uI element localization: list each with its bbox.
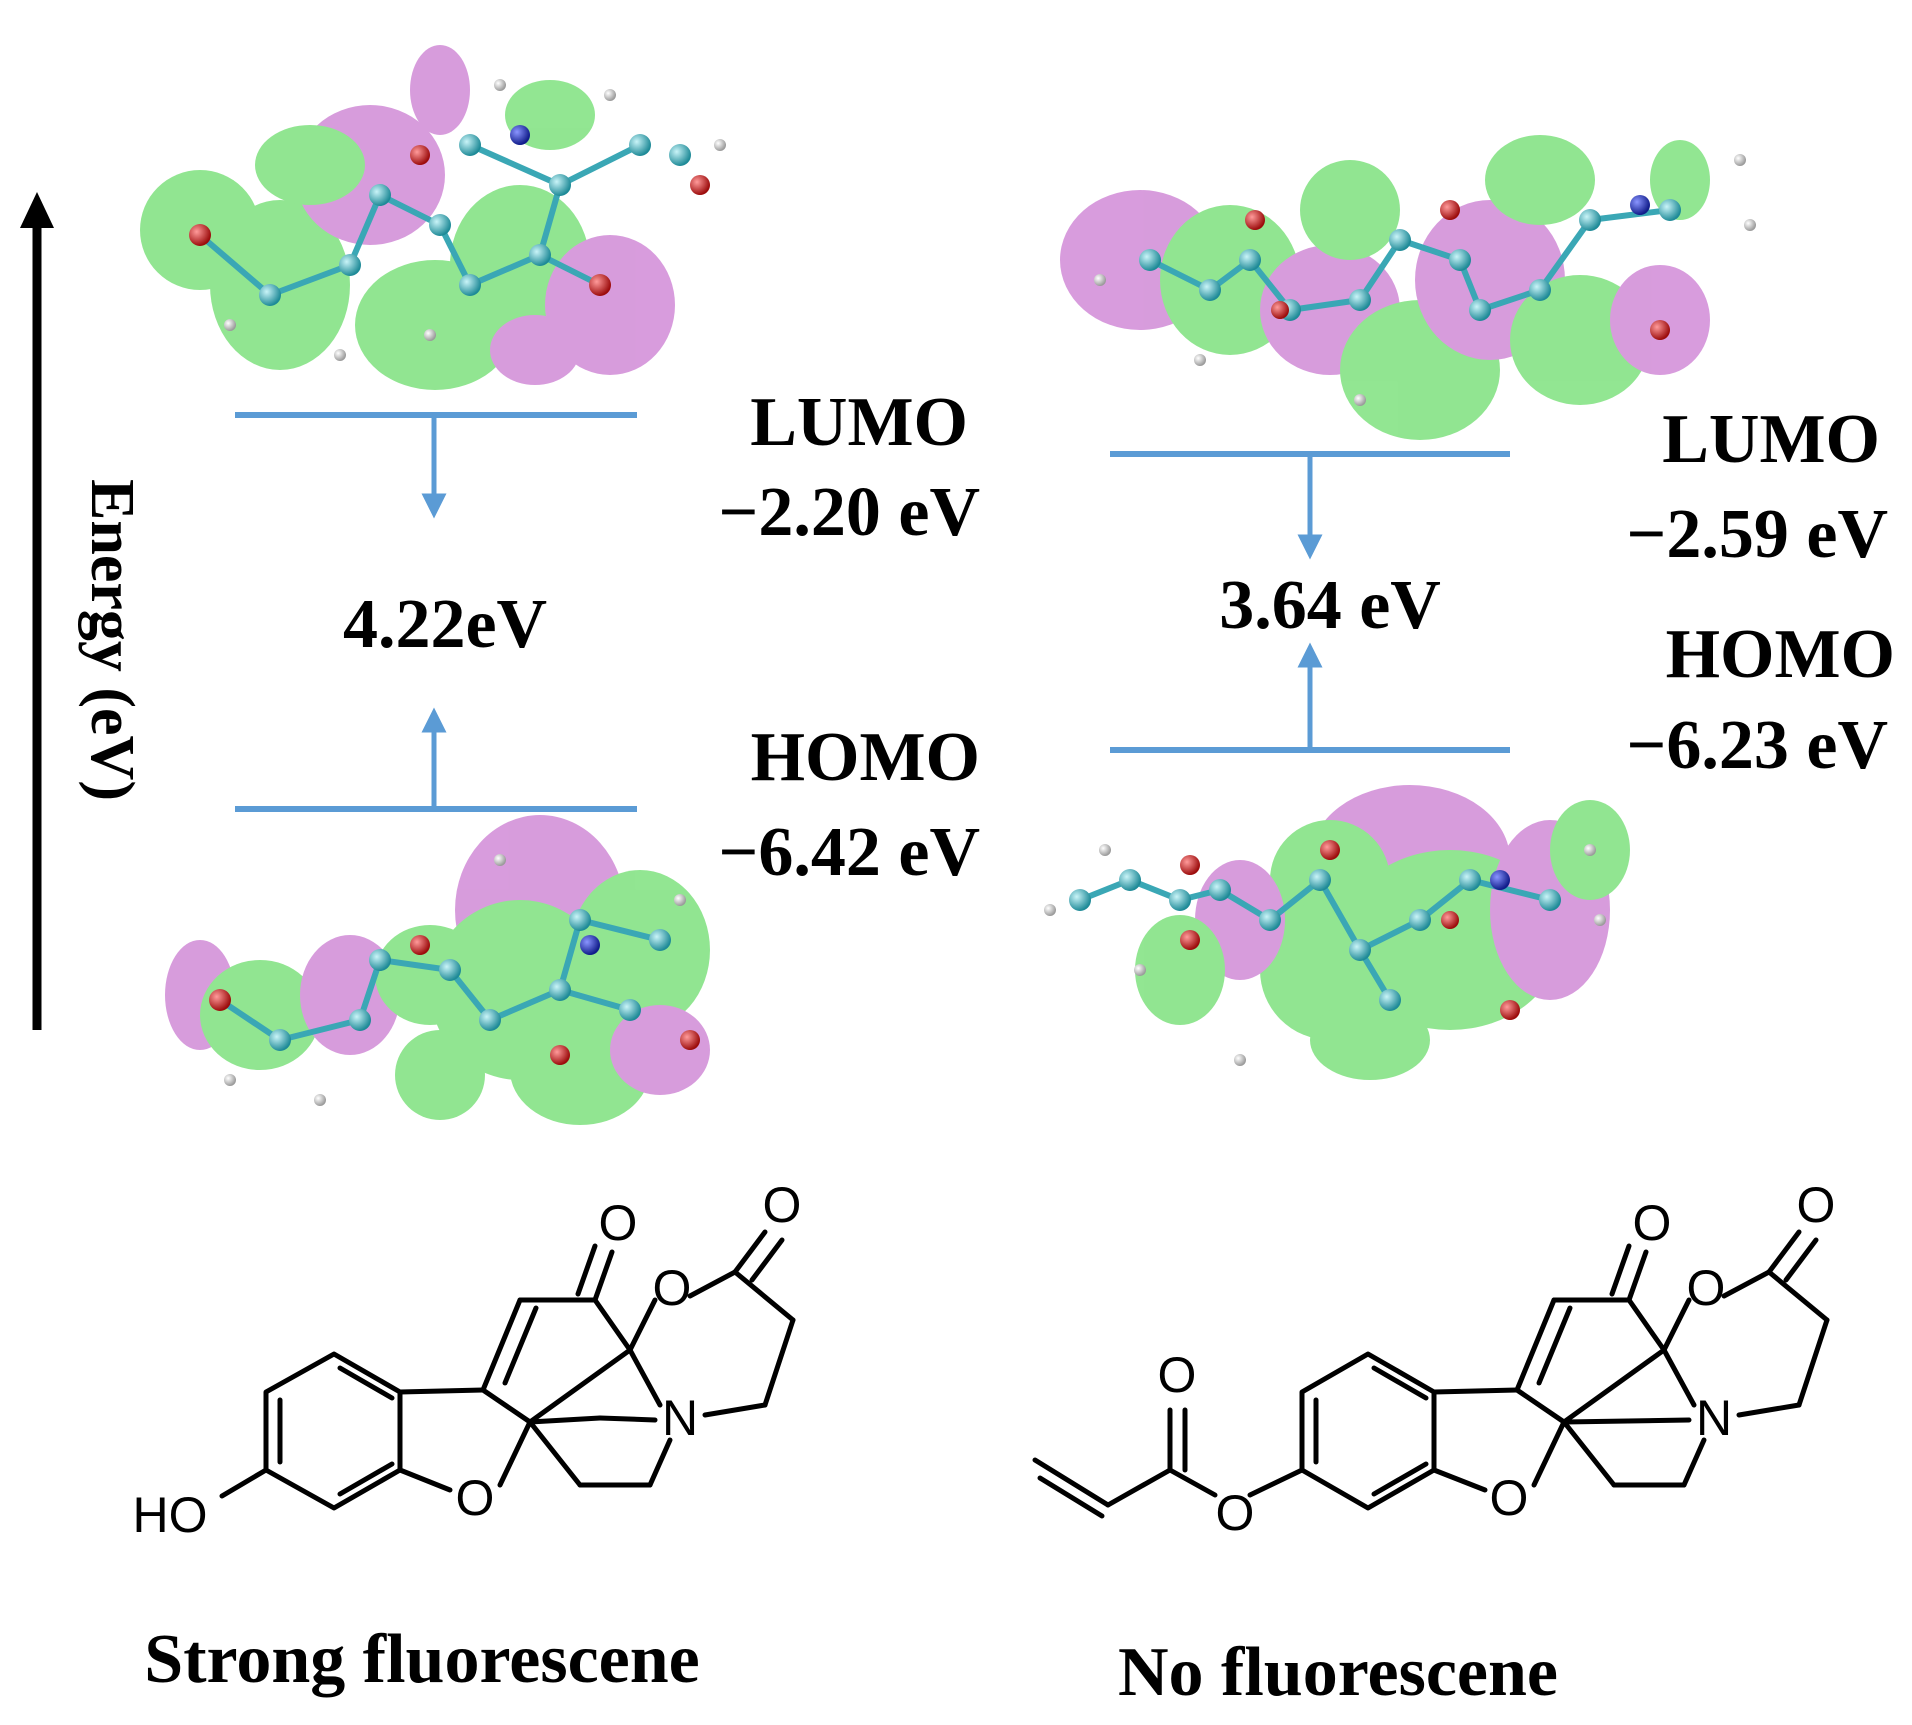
homo-orbital-right: [1044, 785, 1630, 1080]
hydroxy-label: HO: [133, 1487, 208, 1543]
atom-o-ring-left: O: [456, 1470, 495, 1526]
lumo-value-right: −2.59 eV: [1626, 496, 1888, 573]
gap-value-left: 4.22eV: [343, 586, 547, 663]
lumo-value-left: −2.20 eV: [718, 474, 980, 551]
lumo-label-right: LUMO: [1662, 401, 1880, 478]
atom-o-lactone-right: O: [1687, 1260, 1726, 1316]
homo-orbital-left: [165, 815, 710, 1125]
homo-label-right: HOMO: [1666, 616, 1895, 693]
atom-o-acrylate-carbonyl: O: [1158, 1347, 1197, 1403]
structure-right: O O O O O O N: [1032, 1177, 1836, 1541]
atom-o-carbonyl-left: O: [763, 1177, 802, 1233]
energy-axis: Energy (eV): [20, 192, 146, 1030]
lumo-orbital-right: [1060, 135, 1756, 440]
atom-o-carbonyl-right: O: [1797, 1177, 1836, 1233]
atom-o-ring-right: O: [1490, 1470, 1529, 1526]
homo-value-left: −6.42 eV: [718, 814, 980, 891]
caption-left: Strong fluorescene: [144, 1621, 699, 1698]
caption-right: No fluorescene: [1118, 1634, 1558, 1711]
gap-value-right: 3.64 eV: [1219, 567, 1441, 644]
lumo-label-left: LUMO: [750, 384, 968, 461]
energy-axis-label: Energy (eV): [78, 479, 146, 801]
atom-o-ketone-left: O: [599, 1195, 638, 1251]
atom-o-ketone-right: O: [1633, 1195, 1672, 1251]
homo-label-left: HOMO: [751, 719, 980, 796]
lumo-orbital-left: [140, 45, 726, 390]
homo-value-right: −6.23 eV: [1626, 707, 1888, 784]
energy-levels-right: [1110, 451, 1510, 753]
atom-o-lactone-left: O: [653, 1260, 692, 1316]
energy-levels-left: [235, 412, 637, 812]
atom-n-left: N: [662, 1390, 698, 1446]
structure-left: HO O O O O N: [133, 1177, 802, 1543]
atom-o-ester: O: [1216, 1485, 1255, 1541]
atom-n-right: N: [1696, 1390, 1732, 1446]
